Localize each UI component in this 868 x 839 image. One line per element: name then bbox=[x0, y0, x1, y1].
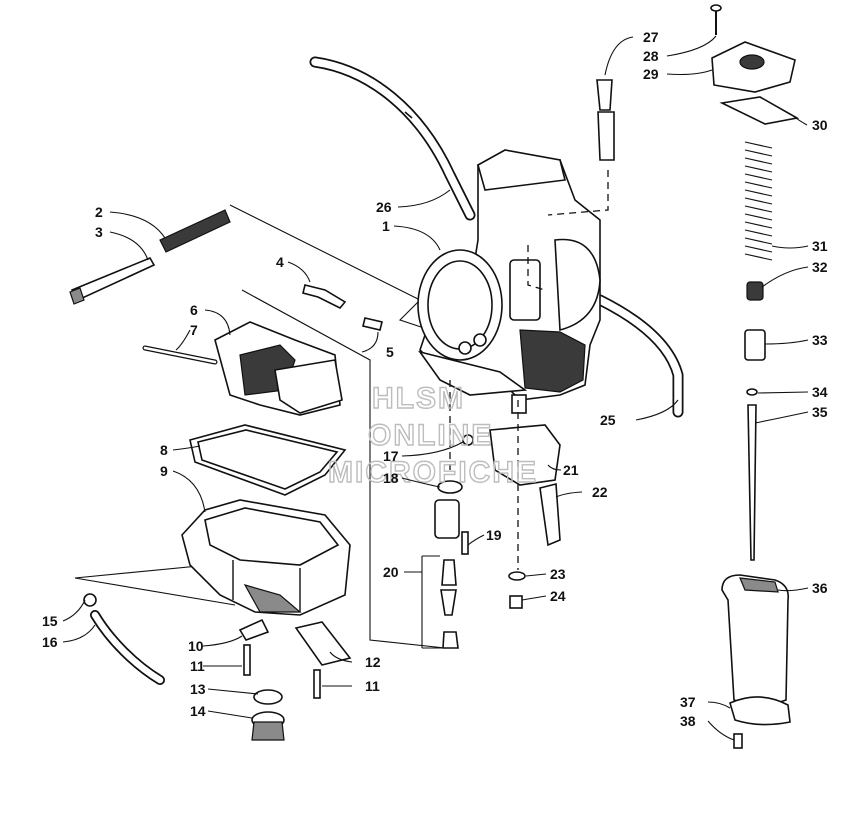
callout-3: 3 bbox=[95, 224, 103, 240]
callout-7: 7 bbox=[190, 322, 198, 338]
callout-34: 34 bbox=[812, 384, 828, 400]
callout-6: 6 bbox=[190, 302, 198, 318]
watermark-line-3: MICROFICHE bbox=[328, 456, 538, 489]
callout-26: 26 bbox=[376, 199, 392, 215]
callout-16: 16 bbox=[42, 634, 58, 650]
callout-33: 33 bbox=[812, 332, 828, 348]
watermark: HLSM ONLINE MICROFICHE bbox=[327, 381, 538, 489]
callout-35: 35 bbox=[812, 404, 828, 420]
vent-hose-25 bbox=[594, 294, 684, 418]
pilot-jet-4 bbox=[302, 284, 383, 331]
callout-11a: 11 bbox=[190, 658, 205, 674]
callout-10: 10 bbox=[188, 638, 204, 654]
callout-21: 21 bbox=[563, 462, 579, 478]
callout-32: 32 bbox=[812, 259, 828, 275]
callout-22: 22 bbox=[592, 484, 608, 500]
callout-24: 24 bbox=[550, 588, 566, 604]
callout-23: 23 bbox=[550, 566, 566, 582]
callout-29: 29 bbox=[643, 66, 659, 82]
callout-12: 12 bbox=[365, 654, 381, 670]
callout-27: 27 bbox=[643, 29, 659, 45]
callout-17: 17 bbox=[383, 448, 399, 464]
air-screw-3 bbox=[69, 209, 231, 305]
callout-19: 19 bbox=[486, 527, 502, 543]
callout-38: 38 bbox=[680, 713, 696, 729]
leader-lines bbox=[62, 35, 809, 741]
float-pin-7 bbox=[142, 345, 218, 365]
callout-9: 9 bbox=[160, 463, 168, 479]
callout-28: 28 bbox=[643, 48, 659, 64]
callout-37: 37 bbox=[680, 694, 696, 710]
callout-2: 2 bbox=[95, 204, 103, 220]
float-bowl-9 bbox=[181, 499, 351, 616]
callout-31: 31 bbox=[812, 238, 828, 254]
callout-4: 4 bbox=[276, 254, 284, 270]
callout-8: 8 bbox=[160, 442, 168, 458]
drain-hose-16 bbox=[83, 593, 165, 685]
callout-20: 20 bbox=[383, 564, 399, 580]
callout-18: 18 bbox=[383, 470, 399, 486]
callout-5: 5 bbox=[386, 344, 394, 360]
carburetor-body-1 bbox=[417, 149, 601, 414]
callout-11b: 11 bbox=[365, 678, 380, 694]
slide-assembly bbox=[547, 4, 800, 749]
gasket-8 bbox=[189, 424, 347, 496]
callout-1: 1 bbox=[382, 218, 390, 234]
callout-36: 36 bbox=[812, 580, 828, 596]
callout-30: 30 bbox=[812, 117, 828, 133]
float-assembly-6 bbox=[214, 321, 343, 416]
watermark-line-2: ONLINE bbox=[368, 419, 493, 452]
callout-25: 25 bbox=[600, 412, 616, 428]
fuel-line-26 bbox=[309, 56, 476, 221]
small-parts-left bbox=[238, 618, 352, 741]
callout-15: 15 bbox=[42, 613, 58, 629]
callout-labels: 1 2 3 4 5 6 7 8 9 10 11 11 12 13 14 15 1… bbox=[42, 29, 828, 729]
watermark-line-1: HLSM bbox=[372, 382, 465, 415]
jet-stack bbox=[434, 380, 561, 649]
callout-14: 14 bbox=[190, 703, 206, 719]
callout-13: 13 bbox=[190, 681, 206, 697]
spring-31 bbox=[744, 140, 773, 262]
